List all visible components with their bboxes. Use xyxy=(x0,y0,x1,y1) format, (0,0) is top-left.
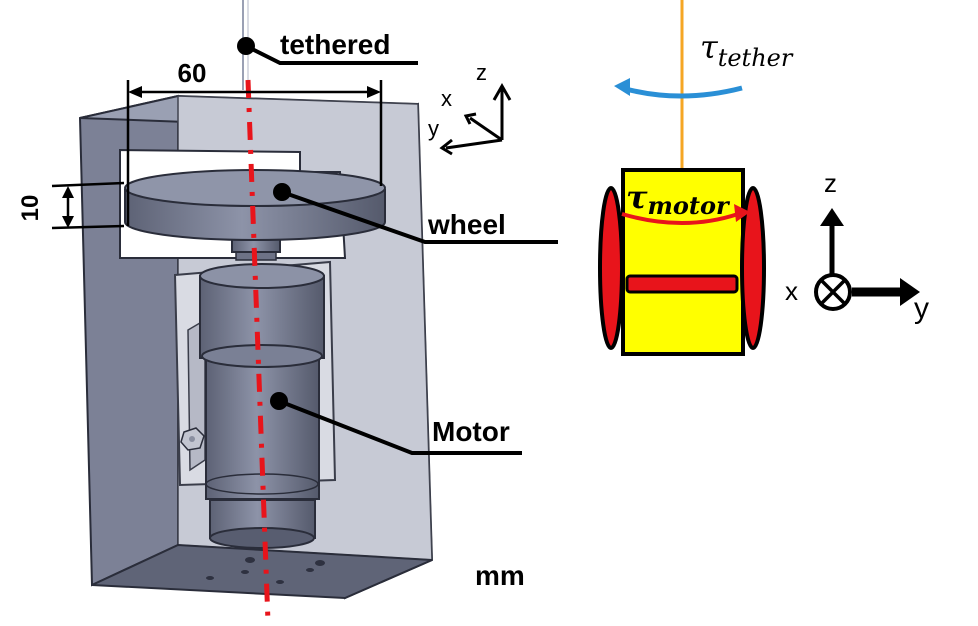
callout-tethered xyxy=(237,37,418,65)
frame-right-y: y xyxy=(914,292,929,325)
dimension-thickness-label: 10 xyxy=(17,195,44,222)
rotation-axis xyxy=(245,79,271,623)
reaction-wheel xyxy=(124,169,386,241)
triad-left-x: x xyxy=(441,86,452,111)
triad-left-y: y xyxy=(428,116,439,141)
coordinate-triad-left xyxy=(439,82,512,156)
callout-motor xyxy=(270,392,522,455)
triad-left-z: z xyxy=(476,60,487,85)
frame-right-x: x xyxy=(785,276,798,306)
housing-base xyxy=(91,543,433,600)
dimension-width-label: 60 xyxy=(178,58,207,88)
dimension-thickness xyxy=(51,181,125,230)
motor-torque-arrow xyxy=(621,204,750,225)
frame-right-z: z xyxy=(824,168,837,198)
motor-torque-label: τmotor xyxy=(626,178,731,220)
cad-model xyxy=(78,0,434,623)
tether-torque-arrow xyxy=(614,78,743,99)
coordinate-frame-right xyxy=(814,208,920,311)
base-holes xyxy=(206,557,325,584)
hex-nut xyxy=(180,427,205,451)
tether-torque-label: τtether xyxy=(700,28,794,72)
robot-body xyxy=(621,168,745,356)
label-motor: Motor xyxy=(432,416,510,447)
label-tethered: tethered xyxy=(280,29,390,60)
callout-wheel xyxy=(273,183,558,244)
dimension-width xyxy=(126,80,383,226)
label-unit: mm xyxy=(475,560,525,591)
side-wheel-right xyxy=(740,186,766,350)
internal-wheel xyxy=(625,274,739,294)
side-wheel-left xyxy=(598,186,624,350)
label-wheel: wheel xyxy=(427,209,506,240)
